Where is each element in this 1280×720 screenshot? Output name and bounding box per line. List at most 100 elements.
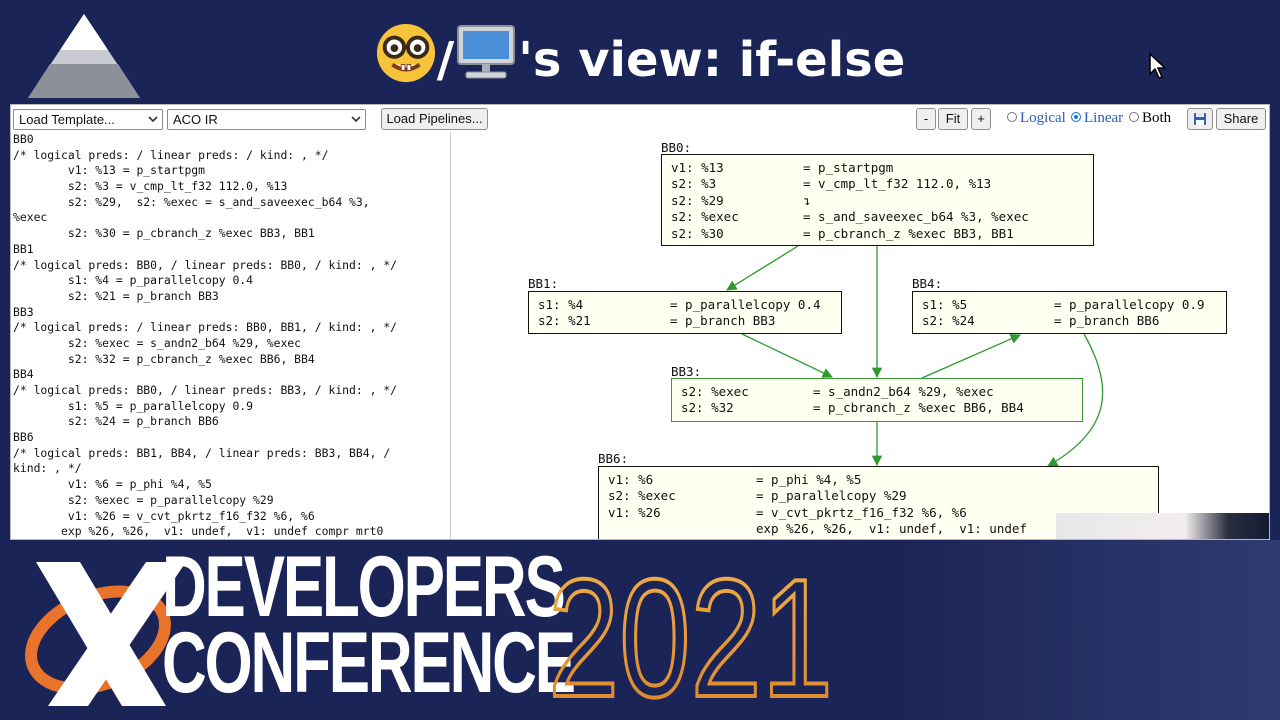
node-row: v1: %26 = v_cvt_pkrtz_f16_f32 %6, %6: [608, 505, 1158, 521]
node-row-instr: = p_startpgm: [803, 160, 894, 175]
ir-select[interactable]: ACO IR: [167, 109, 366, 130]
conference-banner: DEVELOPERS CONFERENCE 2021: [0, 540, 1280, 720]
node-row: s2: %24 = p_branch BB6: [922, 313, 1226, 329]
code-line: /* logical preds: BB0, / linear preds: B…: [13, 257, 398, 272]
code-line: s1: %5 = p_parallelcopy 0.9: [13, 398, 254, 413]
node-row-instr: = s_and_saveexec_b64 %3, %exec: [803, 209, 1029, 225]
node-row-instr: = v_cvt_pkrtz_f16_f32 %6, %6: [756, 504, 967, 520]
radio-linear[interactable]: Linear: [1071, 110, 1123, 127]
node-row-dest: s2: %29: [671, 192, 724, 208]
node-row-dest: s2: %30: [671, 225, 724, 241]
x-logo-icon: [25, 562, 186, 706]
node-row: s2: %32 = p_cbranch_z %exec BB6, BB4: [681, 400, 1082, 416]
node-row-dest: s2: %exec: [608, 488, 676, 504]
node-row: s1: %4= p_parallelcopy 0.4: [538, 297, 841, 313]
edge-bb4-bb6: [1047, 333, 1104, 467]
radio-linear-dot[interactable]: [1071, 112, 1081, 122]
node-row: s2: %30 = p_cbranch_z %exec BB3, BB1: [671, 226, 1093, 242]
slide-title: / 's view: if-else: [0, 22, 1280, 95]
ir-select-value: ACO IR: [173, 112, 218, 127]
node-row-instr: = p_phi %4, %5: [756, 472, 862, 487]
node-label-bb0: BB0:: [661, 140, 692, 155]
code-line: s2: %29, s2: %exec = s_and_saveexec_b64 …: [13, 194, 370, 209]
node-row: s2: %29↴: [671, 193, 1093, 209]
template-select-value: Load Template...: [19, 112, 115, 127]
node-row: s2: %21= p_branch BB3: [538, 313, 841, 329]
node-row: s2: %exec= p_parallelcopy %29: [608, 488, 1158, 504]
code-line: BB4: [13, 367, 34, 382]
radio-both[interactable]: Both: [1129, 110, 1171, 127]
desktop-computer-icon: [457, 25, 516, 79]
node-label-bb6: BB6:: [598, 451, 629, 466]
node-row-instr: = p_branch BB6: [1054, 313, 1160, 329]
node-row-dest: s2: %24: [922, 313, 975, 329]
load-pipelines-button[interactable]: Load Pipelines...: [381, 108, 488, 130]
node-bb4[interactable]: s1: %5 = p_parallelcopy 0.9 s2: %24 = p_bra…: [912, 291, 1227, 334]
node-row-dest: s2: %exec: [681, 384, 749, 399]
code-line: /* logical preds: BB1, BB4, / linear pre…: [13, 445, 391, 460]
node-label-bb1: BB1:: [528, 276, 559, 291]
code-line: v1: %6 = p_phi %4, %5: [13, 477, 212, 492]
banner-year-text: 2021: [548, 558, 833, 708]
node-row-instr: = p_cbranch_z %exec BB6, BB4: [813, 400, 1024, 416]
node-row: s1: %5 = p_parallelcopy 0.9: [922, 297, 1226, 313]
fit-button[interactable]: Fit: [938, 108, 968, 130]
node-row: s2: %3= v_cmp_lt_f32 112.0, %13: [671, 176, 1093, 192]
node-row: s2: %exec = s_andn2_b64 %29, %exec: [681, 384, 1082, 400]
app-window: Load Template... ACO IR Load Pipelines..…: [10, 104, 1270, 540]
mouse-cursor-icon: [1149, 52, 1167, 79]
share-button[interactable]: Share: [1216, 108, 1266, 130]
node-row-dest: s2: %32: [681, 400, 734, 416]
banner-line-developers: DEVELOPERS: [162, 540, 566, 635]
code-line: s2: %30 = p_cbranch_z %exec BB3, BB1: [13, 226, 315, 241]
node-row-instr: = p_parallelcopy 0.4: [670, 297, 821, 312]
speaker-video-thumbnail: [1056, 513, 1269, 539]
node-row-dest: s2: %21: [538, 313, 591, 329]
node-row-dest: s1: %5: [922, 297, 968, 312]
node-row: v1: %6 = p_phi %4, %5: [608, 472, 1158, 488]
banner-line-conference: CONFERENCE: [162, 615, 576, 711]
zoom-in-button[interactable]: +: [971, 108, 991, 130]
template-select[interactable]: Load Template...: [13, 109, 163, 130]
radio-linear-label: Linear: [1084, 110, 1124, 126]
code-line: %exec: [13, 210, 48, 225]
code-line: s1: %4 = p_parallelcopy 0.4: [13, 273, 254, 288]
node-row-instr: = s_andn2_b64 %29, %exec: [813, 384, 994, 399]
radio-logical[interactable]: Logical: [1007, 110, 1066, 127]
radio-both-label: Both: [1142, 110, 1172, 126]
save-button[interactable]: [1187, 108, 1213, 130]
banner-background: [900, 540, 1280, 720]
node-row-dest: v1: %26: [608, 504, 661, 520]
node-row-instr: = p_parallelcopy 0.9: [1054, 297, 1205, 312]
zoom-out-button[interactable]: -: [916, 108, 936, 130]
chevron-down-icon: [148, 116, 158, 123]
code-line: /* logical preds: / linear preds: / kind…: [13, 147, 329, 162]
node-row-dest: v1: %6: [608, 472, 654, 487]
radio-logical-dot[interactable]: [1007, 112, 1017, 122]
radio-both-dot[interactable]: [1129, 112, 1139, 122]
code-line: s2: %21 = p_branch BB3: [13, 288, 219, 303]
code-line: exp %26, %26, v1: undef, v1: undef compr…: [13, 524, 384, 539]
node-label-bb3: BB3:: [671, 364, 702, 379]
nerd-face-icon: [376, 23, 435, 83]
code-line: kind: , */: [13, 461, 82, 476]
node-row: v1: %13= p_startpgm: [671, 160, 1093, 176]
code-line: /* logical preds: BB0, / linear preds: B…: [13, 383, 398, 397]
code-line: s2: %exec = s_andn2_b64 %29, %exec: [13, 335, 302, 350]
code-line: BB6: [13, 430, 34, 445]
edge-bb1-bb3: [741, 333, 833, 378]
code-line: BB1: [13, 241, 34, 256]
node-row-instr: = v_cmp_lt_f32 112.0, %13: [803, 176, 992, 192]
radio-logical-label: Logical: [1020, 110, 1066, 126]
edge-bb0-bb1: [726, 245, 799, 291]
code-line: /* logical preds: / linear preds: BB0, B…: [13, 320, 398, 335]
node-row-instr: = p_cbranch_z %exec BB3, BB1: [803, 225, 1014, 241]
code-line: v1: %13 = p_startpgm: [13, 163, 206, 178]
toolbar: Load Template... ACO IR Load Pipelines..…: [11, 105, 1269, 131]
ir-code-pane[interactable]: BB0/* logical preds: / linear preds: / k…: [11, 132, 451, 539]
